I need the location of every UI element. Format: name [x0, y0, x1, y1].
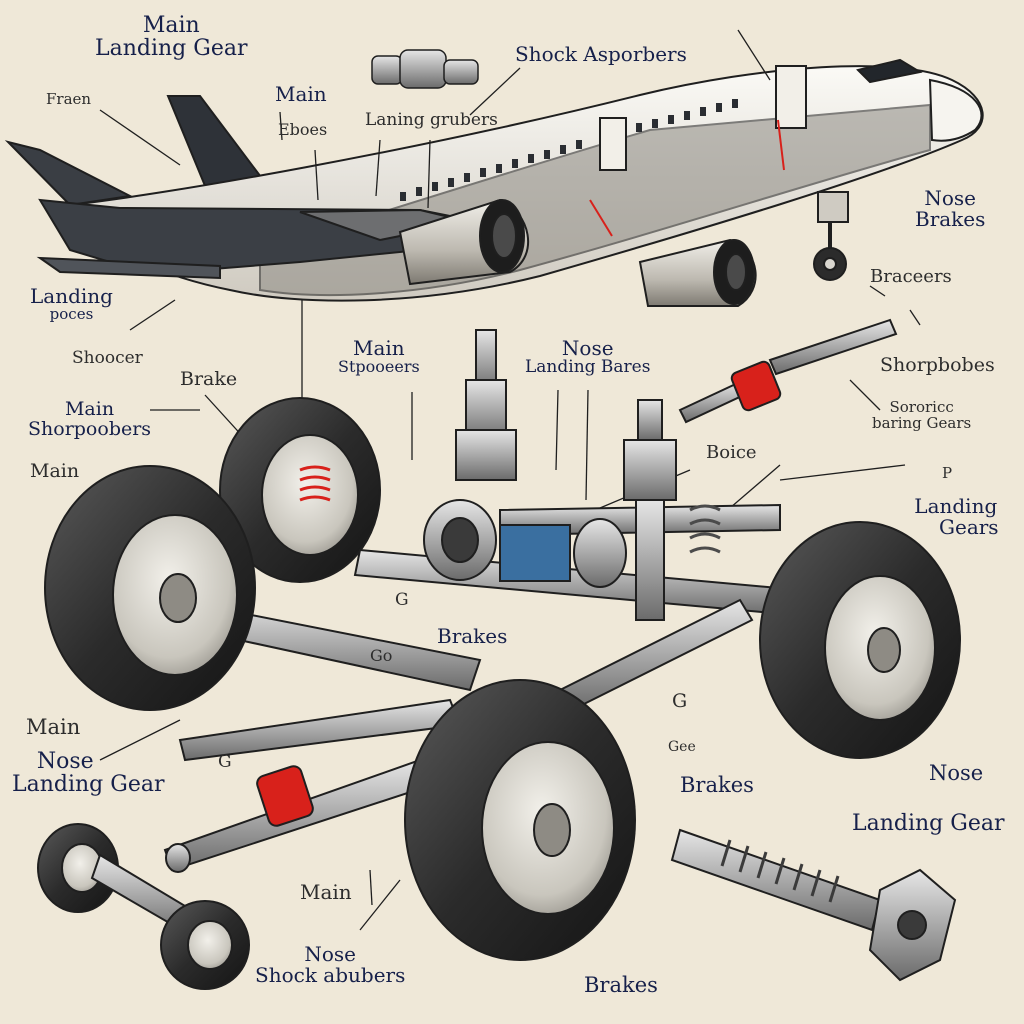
label-brakes-center: Brakes: [437, 624, 508, 648]
red-collar: [256, 765, 314, 827]
cockpit-window: [856, 58, 923, 84]
label-p-mark: P: [942, 464, 953, 482]
nose-cone: [928, 78, 983, 142]
label-brake: Brake: [180, 368, 238, 390]
right-strut: [623, 399, 677, 621]
label-g-mark-lower: G: [218, 752, 232, 772]
label-main-left: Main: [30, 460, 80, 482]
label-main-shorpoobers: Main Shorpoobers: [28, 398, 152, 440]
wheel-front-left: [44, 465, 256, 711]
cabin-door: [599, 117, 627, 171]
label-g-mark-left: G: [395, 590, 409, 610]
label-brakes-bottom: Brakes: [584, 973, 658, 997]
label-landing-poces: Landing poces: [30, 284, 113, 323]
shock-spring-right: [689, 504, 721, 554]
label-nose-landing-bares: Nose Landing Bares: [525, 336, 651, 377]
label-g-mark-right: G: [672, 690, 688, 712]
central-strut: [455, 329, 517, 481]
wheel-right: [759, 521, 961, 759]
label-nose-right: Nose: [929, 761, 984, 785]
leader-lines: [99, 29, 921, 931]
label-shoocer: Shoocer: [72, 348, 143, 368]
label-main-stpooeers: Main Stpooeers: [338, 336, 420, 376]
label-shorpbobes: Shorpbobes: [880, 354, 995, 376]
wing-lower-edge: [36, 256, 221, 280]
label-braceers: Braceers: [870, 266, 952, 287]
label-main-bottom: Main: [300, 880, 352, 904]
label-main-landing-gear-top: Main Landing Gear: [95, 13, 248, 62]
brake-assembly: [423, 499, 627, 588]
label-nose-shock-abubers: Nose Shock abubers: [255, 942, 406, 987]
wheel-front-bottom: [404, 679, 636, 961]
label-fraen: Fraen: [46, 90, 92, 108]
horizontal-stabilizer: [4, 140, 134, 207]
small-gear-part: [371, 49, 479, 89]
passenger-windows: [400, 99, 738, 201]
landing-gear-assembly: [44, 318, 961, 961]
cabin-door: [775, 65, 807, 129]
label-main-top: Main: [275, 82, 327, 106]
engine-right: [638, 238, 757, 307]
label-boice: Boice: [706, 442, 757, 463]
axle-lower: [178, 698, 462, 762]
label-laning-grubers: Laning grubers: [365, 110, 498, 130]
label-nose-landing-gear-left: Nose Landing Gear: [12, 749, 165, 798]
label-landing-gears: Landing Gears: [914, 494, 999, 539]
shock-spring-left: [299, 465, 331, 502]
airplane-nose-gear: [813, 191, 849, 281]
label-nose-brakes: Nose Brakes: [915, 186, 986, 231]
shock-absorber-top-right: [678, 318, 898, 424]
standalone-axle-part: [37, 823, 250, 990]
label-main-lower: Main: [26, 715, 81, 739]
label-brakes-right: Brakes: [680, 773, 754, 797]
label-shock-absorbers-top: Shock Asporbers: [515, 42, 687, 66]
airplane: [4, 58, 984, 307]
standalone-shock-absorber: [670, 828, 957, 982]
label-go: Go: [370, 646, 393, 665]
label-landing-gear-right: Landing Gear: [852, 811, 1005, 836]
label-sororic-baring-gears: Sororicc baring Gears: [872, 398, 972, 432]
engine-left: [398, 198, 529, 286]
label-eboes: Eboes: [278, 120, 328, 139]
label-gee: Gee: [668, 739, 696, 755]
